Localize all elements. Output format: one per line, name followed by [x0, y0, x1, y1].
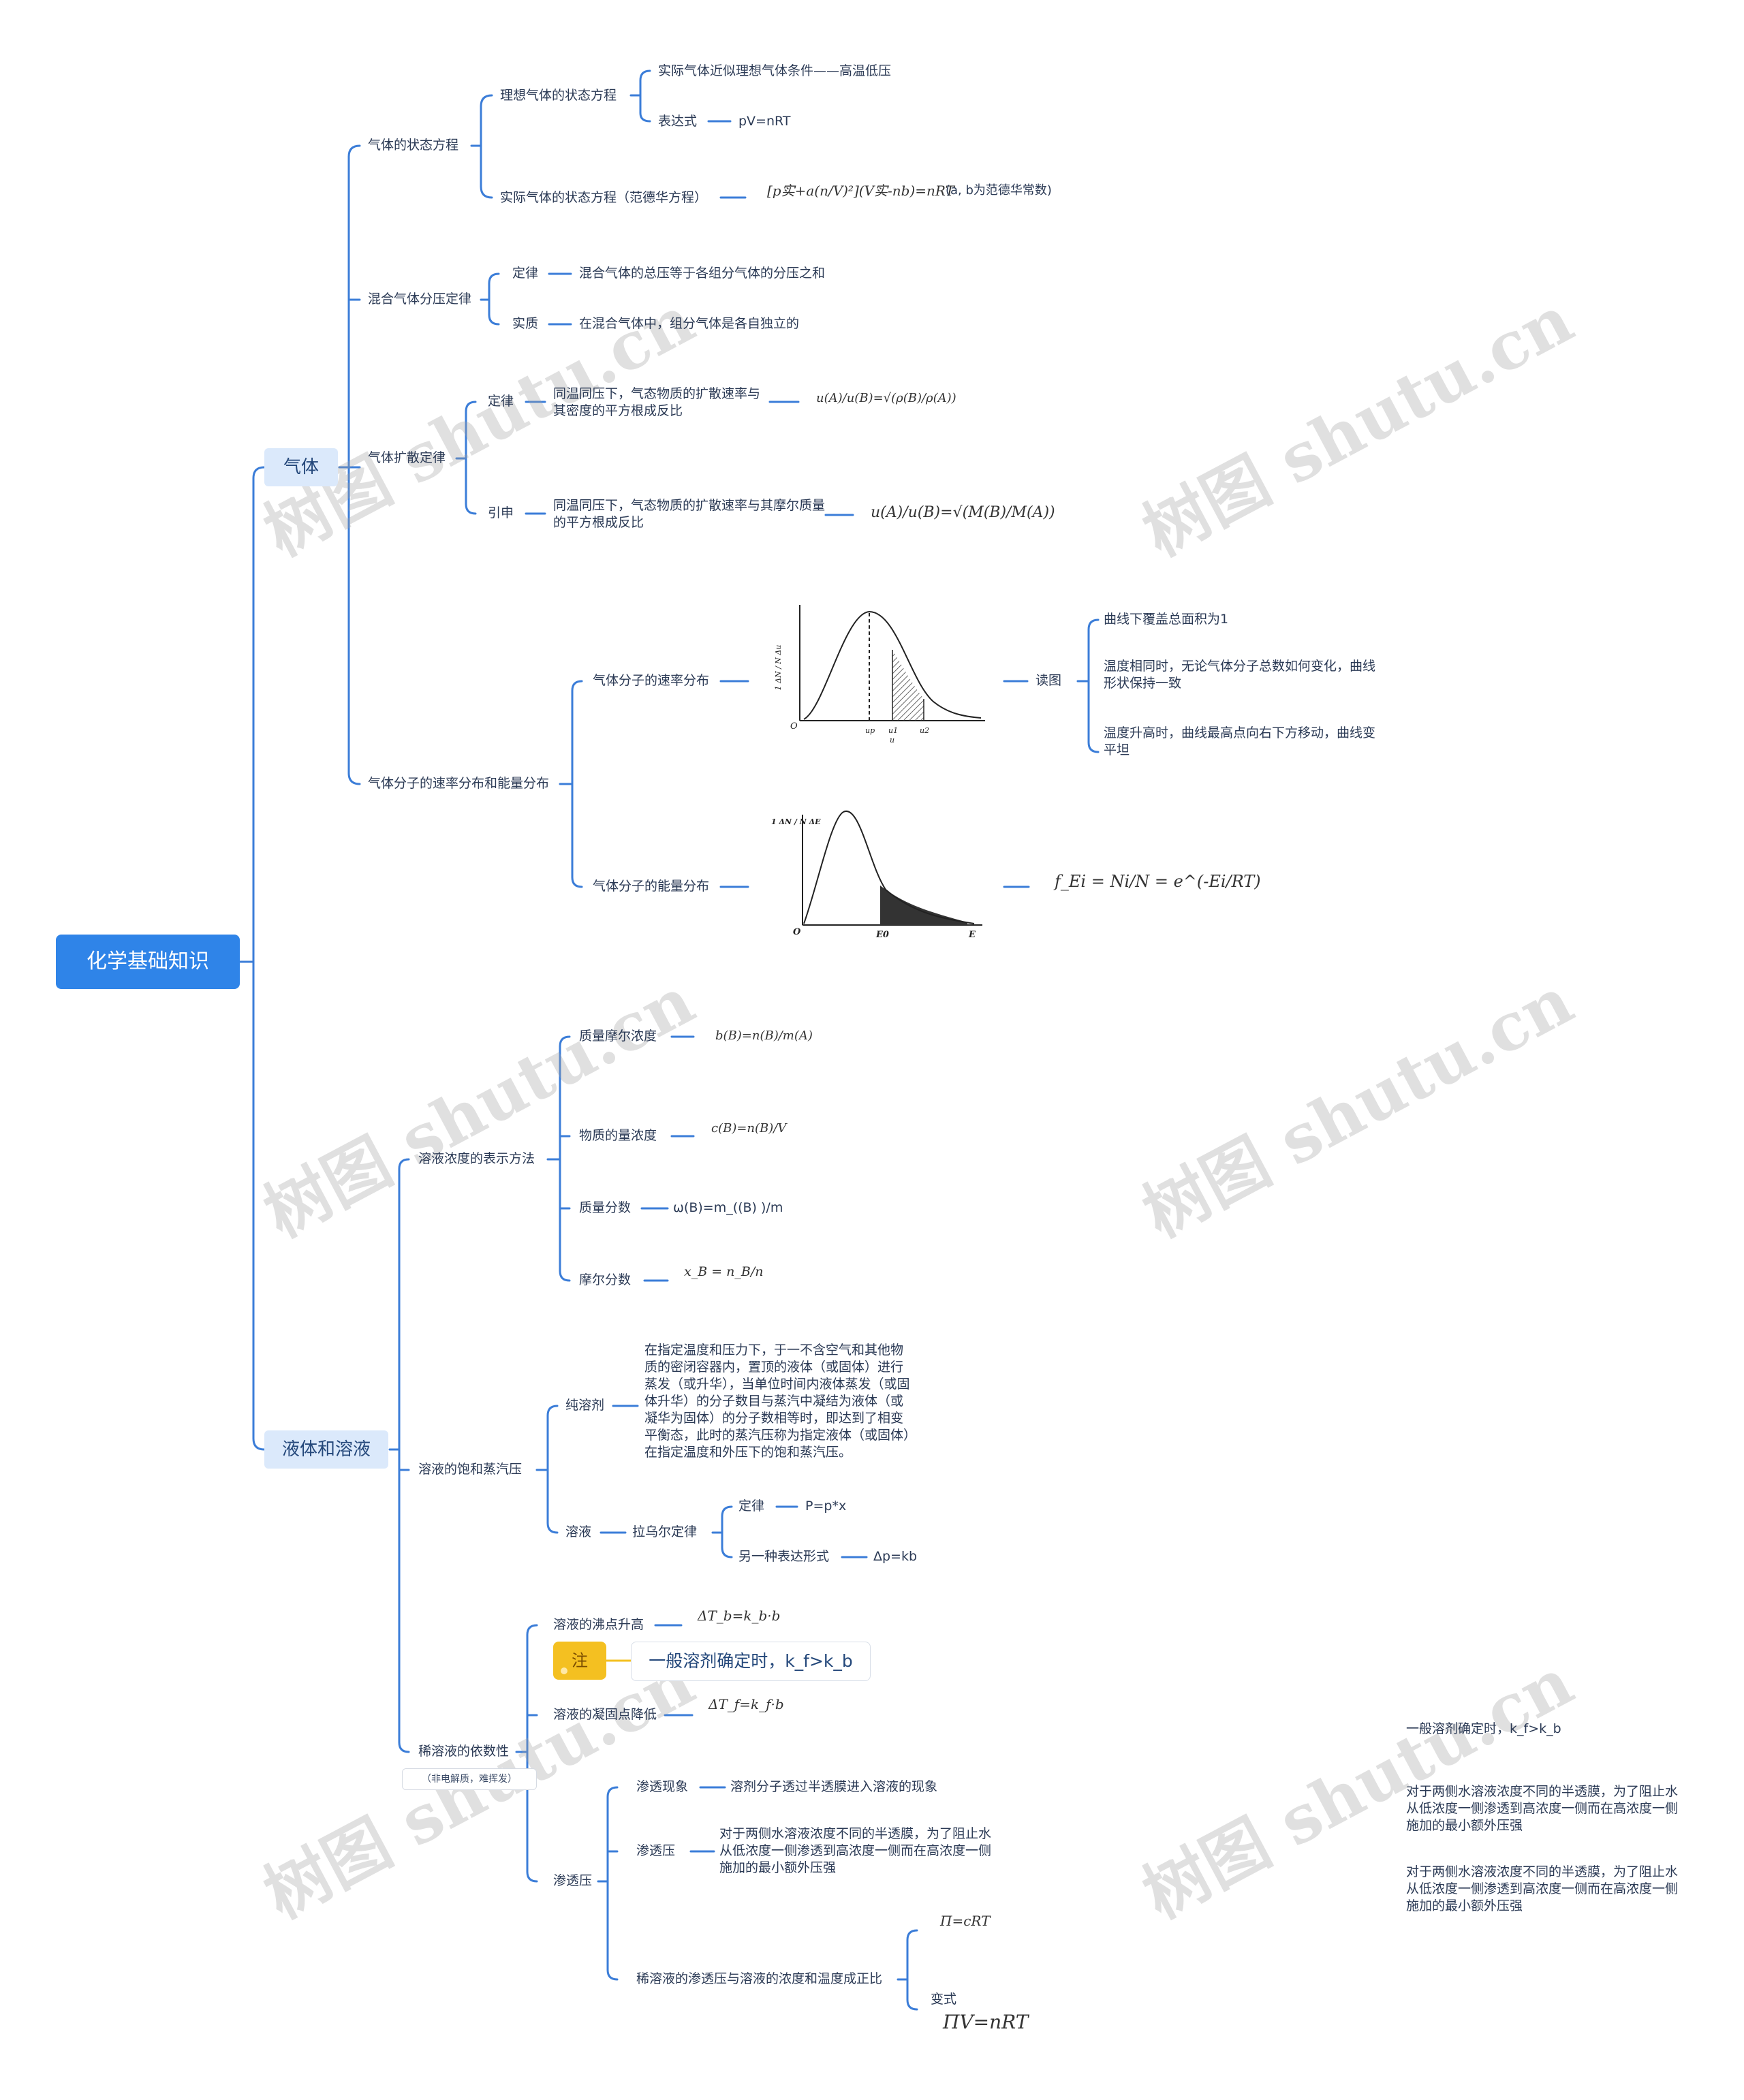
- speed-origin: O: [790, 721, 798, 732]
- node-partial-law-label[interactable]: 定律: [512, 266, 539, 281]
- node-freezing-point[interactable]: 溶液的凝固点降低: [553, 1707, 657, 1722]
- node-osmosis[interactable]: 渗透压: [553, 1873, 593, 1888]
- formula-mole-fraction: x_B = n_B/n: [684, 1264, 764, 1279]
- formula-boiling-point: ΔT_b=k_b·b: [698, 1608, 781, 1624]
- node-molarity-label[interactable]: 物质的量浓度: [579, 1128, 657, 1143]
- node-speed-distribution[interactable]: 气体分子的速率分布: [593, 673, 710, 688]
- node-vapor-pressure[interactable]: 溶液的饱和蒸汽压: [418, 1462, 523, 1477]
- loose-note: 一般溶剂确定时，k_f>k_b: [1406, 1721, 1561, 1736]
- energy-origin: O: [793, 927, 801, 937]
- formula-osmosis-2: ΠV=nRT: [943, 2011, 1029, 2033]
- loose-note: 对于两侧水溶液浓度不同的半透膜，为了阻止水从低浓度一侧渗透到高浓度一侧而在高浓度…: [1406, 1864, 1679, 1913]
- node-pure-solvent-desc[interactable]: 在指定温度和压力下，于一不含空气和其他物质的密闭容器内，置顶的液体（或固体）进行…: [644, 1343, 910, 1460]
- node-ideal-condition[interactable]: 实际气体近似理想气体条件——高温低压: [658, 63, 892, 78]
- speed-hatched-area: [892, 650, 924, 721]
- formula-diffusion-molar: u(A)/u(B)=√(M(B)/M(A)): [871, 504, 1055, 521]
- node-raoult-law[interactable]: P=p*x: [805, 1499, 847, 1514]
- node-gas[interactable]: 气体: [264, 448, 338, 486]
- energy-shaded-area: [880, 886, 967, 925]
- note-badge[interactable]: 注: [553, 1642, 606, 1680]
- node-diffusion-law[interactable]: 同温同压下，气态物质的扩散速率与其密度的平方根成反比: [553, 386, 761, 418]
- reading-item[interactable]: 温度相同时，无论气体分子总数如何变化，曲线形状保持一致: [1104, 659, 1376, 691]
- node-partial-pressure[interactable]: 混合气体分压定律: [368, 292, 472, 307]
- node-diffusion[interactable]: 气体扩散定律: [368, 450, 446, 465]
- node-osmotic-pressure[interactable]: 对于两侧水溶液浓度不同的半透膜，为了阻止水从低浓度一侧渗透到高浓度一侧而在高浓度…: [719, 1826, 992, 1875]
- node-ideal-gas[interactable]: 理想气体的状态方程: [500, 88, 617, 103]
- node-mass-fraction-label[interactable]: 质量分数: [579, 1200, 632, 1215]
- speed-y-label: 1 ΔN / N Δu: [774, 645, 783, 691]
- node-colligative[interactable]: 稀溶液的依数性: [418, 1744, 510, 1759]
- note-content[interactable]: 一般溶剂确定时，k_f>k_b: [631, 1642, 871, 1681]
- reading-item[interactable]: 曲线下覆盖总面积为1: [1104, 612, 1229, 627]
- reading-item[interactable]: 温度升高时，曲线最高点向右下方移动，曲线变平坦: [1104, 725, 1376, 757]
- speed-tick-u: u: [890, 736, 894, 745]
- formula-freezing-point: ΔT_f=k_f·b: [708, 1696, 784, 1712]
- node-energy-distribution[interactable]: 气体分子的能量分布: [593, 879, 710, 894]
- node-osmosis-proportional[interactable]: 稀溶液的渗透压与溶液的浓度和温度成正比: [636, 1971, 883, 1986]
- node-molality-label[interactable]: 质量摩尔浓度: [579, 1029, 657, 1044]
- node-diffusion-law-label[interactable]: 定律: [488, 394, 514, 409]
- node-pure-solvent[interactable]: 纯溶剂: [565, 1398, 605, 1413]
- energy-curve: [803, 810, 975, 924]
- node-partial-essence[interactable]: 在混合气体中，组分气体是各自独立的: [579, 316, 800, 331]
- node-diffusion-ext[interactable]: 同温同压下，气态物质的扩散速率与其摩尔质量的平方根成反比: [553, 498, 826, 530]
- node-distribution[interactable]: 气体分子的速率分布和能量分布: [368, 776, 550, 791]
- formula-mass-fraction: ω(B)=m_((B) )/m: [673, 1200, 783, 1215]
- node-osmotic-pressure-label[interactable]: 渗透压: [636, 1843, 676, 1858]
- node-diffusion-ext-label[interactable]: 引申: [488, 505, 514, 520]
- formula-diffusion-density: u(A)/u(B)=√(ρ(B)/ρ(A)): [816, 391, 956, 405]
- speed-distribution-chart: up u1 u u2 O 1 ΔN / N Δu: [774, 605, 985, 745]
- energy-distribution-chart: O E0 E 1 ΔN / N ΔE: [771, 810, 982, 940]
- node-expression-label[interactable]: 表达式: [658, 114, 698, 129]
- note-dot-icon: [561, 1667, 567, 1674]
- root-node[interactable]: 化学基础知识: [56, 935, 240, 989]
- speed-tick-u1: u1: [888, 726, 898, 735]
- node-reading[interactable]: 读图: [1036, 673, 1062, 688]
- node-partial-law[interactable]: 混合气体的总压等于各组分气体的分压之和: [579, 266, 826, 281]
- energy-tick-e0: E0: [875, 930, 889, 940]
- node-solution-sub[interactable]: 溶液: [565, 1524, 592, 1539]
- node-variant-label[interactable]: 变式: [931, 1992, 957, 2007]
- node-raoult-other-label[interactable]: 另一种表达形式: [738, 1549, 830, 1564]
- energy-x-label: E: [968, 930, 976, 940]
- speed-tick-u2: u2: [920, 726, 929, 735]
- node-real-gas[interactable]: 实际气体的状态方程（范德华方程）: [500, 190, 708, 205]
- node-partial-essence-label[interactable]: 实质: [512, 316, 539, 331]
- node-raoult-other[interactable]: Δp=kb: [873, 1549, 918, 1564]
- formula-osmosis-1: Π=cRT: [940, 1913, 991, 1929]
- colligative-tag: （非电解质，难挥发）: [402, 1768, 537, 1790]
- node-osmosis-phenomenon-label[interactable]: 渗透现象: [636, 1779, 689, 1794]
- loose-note: 对于两侧水溶液浓度不同的半透膜，为了阻止水从低浓度一侧渗透到高浓度一侧而在高浓度…: [1406, 1784, 1679, 1833]
- node-boiling-point[interactable]: 溶液的沸点升高: [553, 1617, 644, 1632]
- formula-molality: b(B)=n(B)/m(A): [715, 1029, 813, 1043]
- speed-curve: [803, 610, 982, 720]
- node-solution[interactable]: 液体和溶液: [264, 1430, 388, 1469]
- formula-molarity: c(B)=n(B)/V: [711, 1121, 787, 1135]
- node-state-eq[interactable]: 气体的状态方程: [368, 138, 459, 153]
- van-der-waals-note: (a, b为范德华常数): [946, 183, 1052, 198]
- formula-energy-distribution: f_Ei = Ni/N = e^(-Ei/RT): [1055, 872, 1261, 891]
- node-raoult-law-label[interactable]: 定律: [738, 1499, 765, 1514]
- formula-van-der-waals: [p实+a(n/V)²](V实-nb)=nRT: [767, 183, 954, 199]
- node-expression[interactable]: pV=nRT: [738, 114, 791, 129]
- energy-y-label: 1 ΔN / N ΔE: [771, 817, 821, 826]
- node-mole-fraction-label[interactable]: 摩尔分数: [579, 1272, 632, 1287]
- node-raoult[interactable]: 拉乌尔定律: [632, 1524, 698, 1539]
- speed-tick-up: up: [865, 726, 875, 735]
- node-osmosis-phenomenon[interactable]: 溶剂分子透过半透膜进入溶液的现象: [730, 1779, 938, 1794]
- node-concentration[interactable]: 溶液浓度的表示方法: [418, 1151, 535, 1166]
